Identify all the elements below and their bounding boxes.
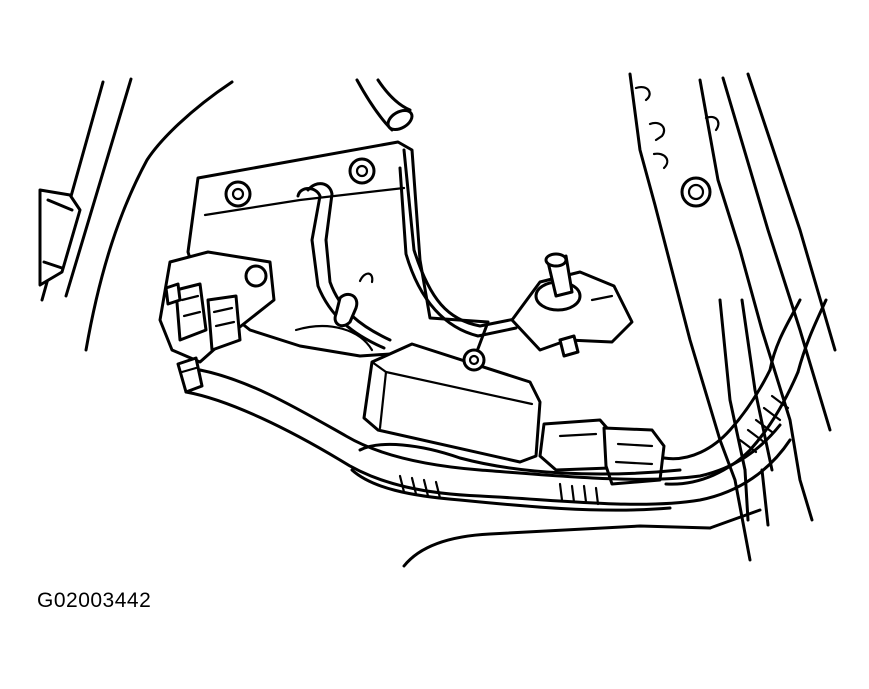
left-sensor-connector (158, 250, 276, 394)
upper-actuator (510, 252, 634, 358)
lower-body-contour (402, 508, 762, 568)
upper-hose (355, 78, 414, 132)
right-harness-connector (538, 418, 666, 486)
left-body-panel (38, 77, 234, 352)
right-pillar-trim (628, 72, 837, 562)
figure-id-label: G02003442 (37, 589, 152, 612)
harness-tape-marks (398, 394, 790, 506)
wiring-harness (184, 298, 828, 512)
control-module (362, 342, 542, 464)
